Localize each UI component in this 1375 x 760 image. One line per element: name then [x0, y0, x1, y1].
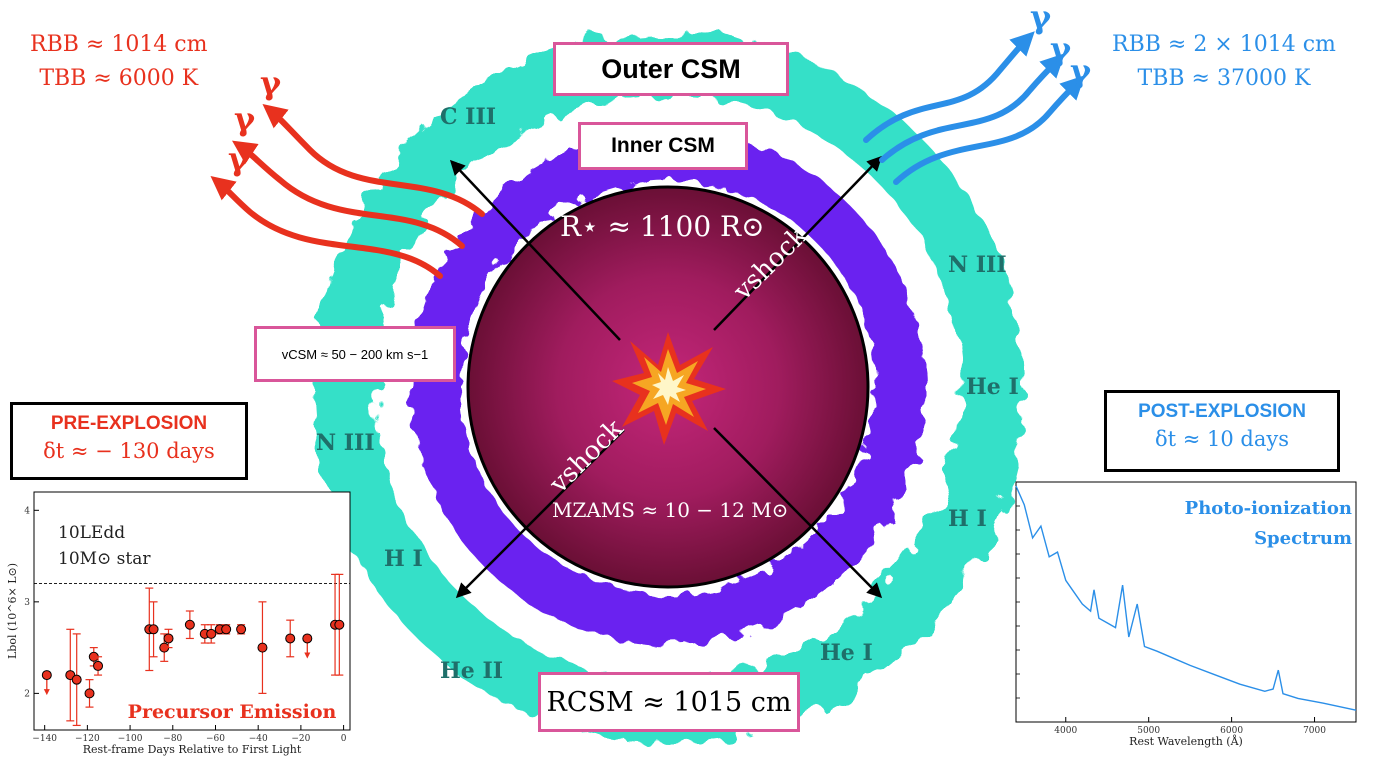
ion-n3-right: N III [948, 252, 1007, 278]
lc-xtick-label: −40 [249, 734, 268, 744]
right-bb-temp: TBB ≈ 37000 K [1137, 66, 1311, 91]
lc-title: Precursor Emission [128, 701, 337, 723]
ion-c3: C III [440, 104, 497, 130]
lc-data-point [236, 624, 247, 635]
gamma-left-3: γ [260, 64, 282, 102]
lc-xtick-label: −80 [163, 734, 182, 744]
photoionization-spectrum-chart: 4000 5000 6000 7000 Photo-ionizationSpectrum… [1015, 481, 1357, 748]
lc-data-point [84, 688, 95, 699]
ion-h1-right: H I [948, 506, 987, 532]
star-radius-label: R⋆ ≈ 1100 R⊙ [560, 210, 765, 243]
lc-data-point [184, 619, 195, 630]
lc-ytick-label: 2 [24, 689, 30, 699]
gamma-right-2: γ [1050, 30, 1072, 68]
spec-title-2: Spectrum [1254, 528, 1352, 549]
lc-xlabel: Rest-frame Days Relative to First Light [83, 743, 302, 756]
pre-explosion-dt: δt ≈ − 130 days [43, 439, 215, 463]
photon-arrows-left [210, 104, 485, 279]
lc-data-point [41, 670, 52, 681]
lc-xtick-label: −120 [75, 734, 100, 744]
lc-xtick-label: −20 [291, 734, 310, 744]
mzams-label: MZAMS ≈ 10 − 12 M⊙ [552, 498, 789, 522]
gamma-right-1: γ [1030, 0, 1052, 36]
lc-ref-label-1: 10LEdd [58, 523, 125, 543]
lc-data-point [221, 624, 232, 635]
ion-n3-left: N III [316, 430, 375, 456]
post-explosion-box: POST-EXPLOSION δt ≈ 10 days [1104, 390, 1340, 472]
lc-xtick-label: −140 [32, 734, 57, 744]
left-bb-temp: TBB ≈ 6000 K [39, 66, 199, 91]
lc-xtick-label: −100 [118, 734, 143, 744]
arrow-upper-right [713, 155, 883, 331]
right-bb-params: RBB ≈ 2 × 1014 cm TBB ≈ 37000 K [1112, 28, 1336, 96]
lc-data-point [302, 633, 313, 644]
photon-arrows-right [863, 31, 1085, 185]
lc-xtick-label: −60 [206, 734, 225, 744]
spec-xtick-label: 6000 [1220, 726, 1243, 736]
lc-data-point [93, 660, 104, 671]
arrow-lower-left [455, 429, 625, 599]
gamma-right-3: γ [1070, 52, 1092, 90]
arrow-upper-left [449, 159, 621, 341]
inner-csm-label: Inner CSM [578, 122, 748, 170]
ion-he2: He II [440, 658, 504, 684]
spec-title-1: Photo-ionization [1185, 498, 1352, 519]
arrow-lower-right [713, 427, 883, 599]
gamma-left-1: γ [228, 140, 250, 178]
lc-upper-limit-arrow [304, 652, 311, 659]
lc-data-point [206, 628, 217, 639]
post-explosion-dt: δt ≈ 10 days [1154, 427, 1290, 451]
lc-data-point [71, 674, 82, 685]
ion-h1-left: H I [384, 546, 423, 572]
pre-explosion-title: PRE-EXPLOSION [50, 413, 208, 434]
ion-he1-right: He I [966, 374, 1019, 400]
lc-ytick-label: 4 [24, 506, 30, 516]
ion-he1-bottom: He I [820, 640, 873, 666]
post-explosion-title: POST-EXPLOSION [1138, 401, 1306, 422]
lc-ref-label-2: 10M⊙ star [58, 549, 151, 569]
precursor-lightcurve-chart: −140 −120 −100 −80 −60 −40 −20 0 2 3 4 10LEdd 10M⊙ s… [6, 491, 351, 756]
gamma-left-2: γ [234, 100, 256, 138]
lc-data-point [334, 619, 345, 630]
lc-data-point [257, 642, 268, 653]
spec-xtick-label: 5000 [1137, 726, 1160, 736]
lc-ytick-label: 3 [24, 598, 30, 608]
rcsm-label: RCSM ≈ 1015 cm [538, 672, 800, 732]
outer-csm-label: Outer CSM [553, 42, 789, 96]
spec-line [1015, 485, 1357, 711]
lc-data-point [148, 624, 159, 635]
vcsm-label: vCSM ≈ 50 − 200 km s−1 [254, 326, 456, 382]
lc-upper-limit-arrow [43, 689, 50, 696]
pre-explosion-box: PRE-EXPLOSION δt ≈ − 130 days [10, 402, 248, 480]
left-bb-radius: RBB ≈ 1014 cm [30, 32, 208, 57]
lc-data-point [163, 633, 174, 644]
spec-xtick-label: 7000 [1303, 726, 1326, 736]
explosion-icon [612, 332, 726, 445]
lc-ylabel: Lbol (10^6× L⊙) [6, 563, 19, 659]
right-bb-radius: RBB ≈ 2 × 1014 cm [1112, 32, 1336, 57]
spec-xtick-label: 4000 [1054, 726, 1077, 736]
left-bb-params: RBB ≈ 1014 cm TBB ≈ 6000 K [30, 28, 207, 96]
spec-xlabel: Rest Wavelength (Å) [1129, 734, 1243, 748]
lc-xtick-label: 0 [341, 734, 347, 744]
lc-data-point [285, 633, 296, 644]
